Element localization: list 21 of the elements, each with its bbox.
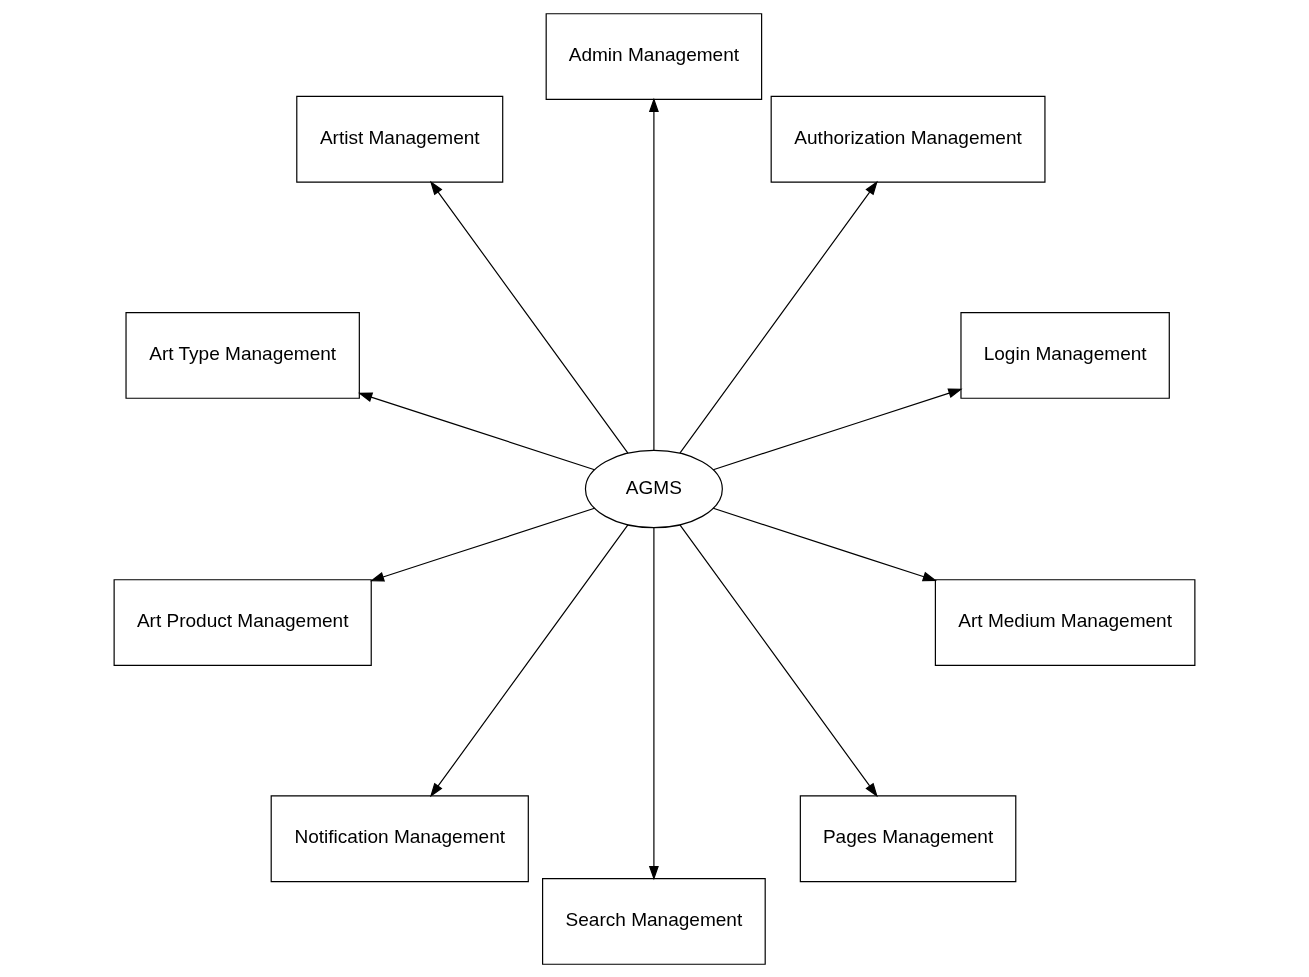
- arrow: [679, 180, 878, 454]
- arrow: [369, 507, 596, 582]
- node-box: Authorization Management: [770, 95, 1046, 183]
- arrow: [648, 526, 659, 880]
- node-box: Art Type Management: [125, 311, 360, 399]
- arrow: [430, 523, 629, 797]
- arrow: [358, 392, 596, 470]
- node-box: Search Management: [542, 877, 766, 965]
- node-box: Art Product Management: [113, 578, 372, 666]
- node-ellipse: AGMS: [584, 449, 723, 528]
- node-box: Notification Management: [270, 794, 529, 882]
- node-box: Art Medium Management: [934, 578, 1196, 666]
- arrow: [712, 507, 938, 581]
- arrow: [430, 180, 629, 454]
- node-box: Artist Management: [296, 95, 504, 183]
- arrow: [679, 523, 878, 797]
- arrow: [712, 387, 963, 470]
- node-box: Admin Management: [545, 12, 763, 100]
- arrow: [648, 97, 659, 451]
- node-box: Login Management: [960, 311, 1170, 399]
- node-box: Pages Management: [799, 794, 1017, 882]
